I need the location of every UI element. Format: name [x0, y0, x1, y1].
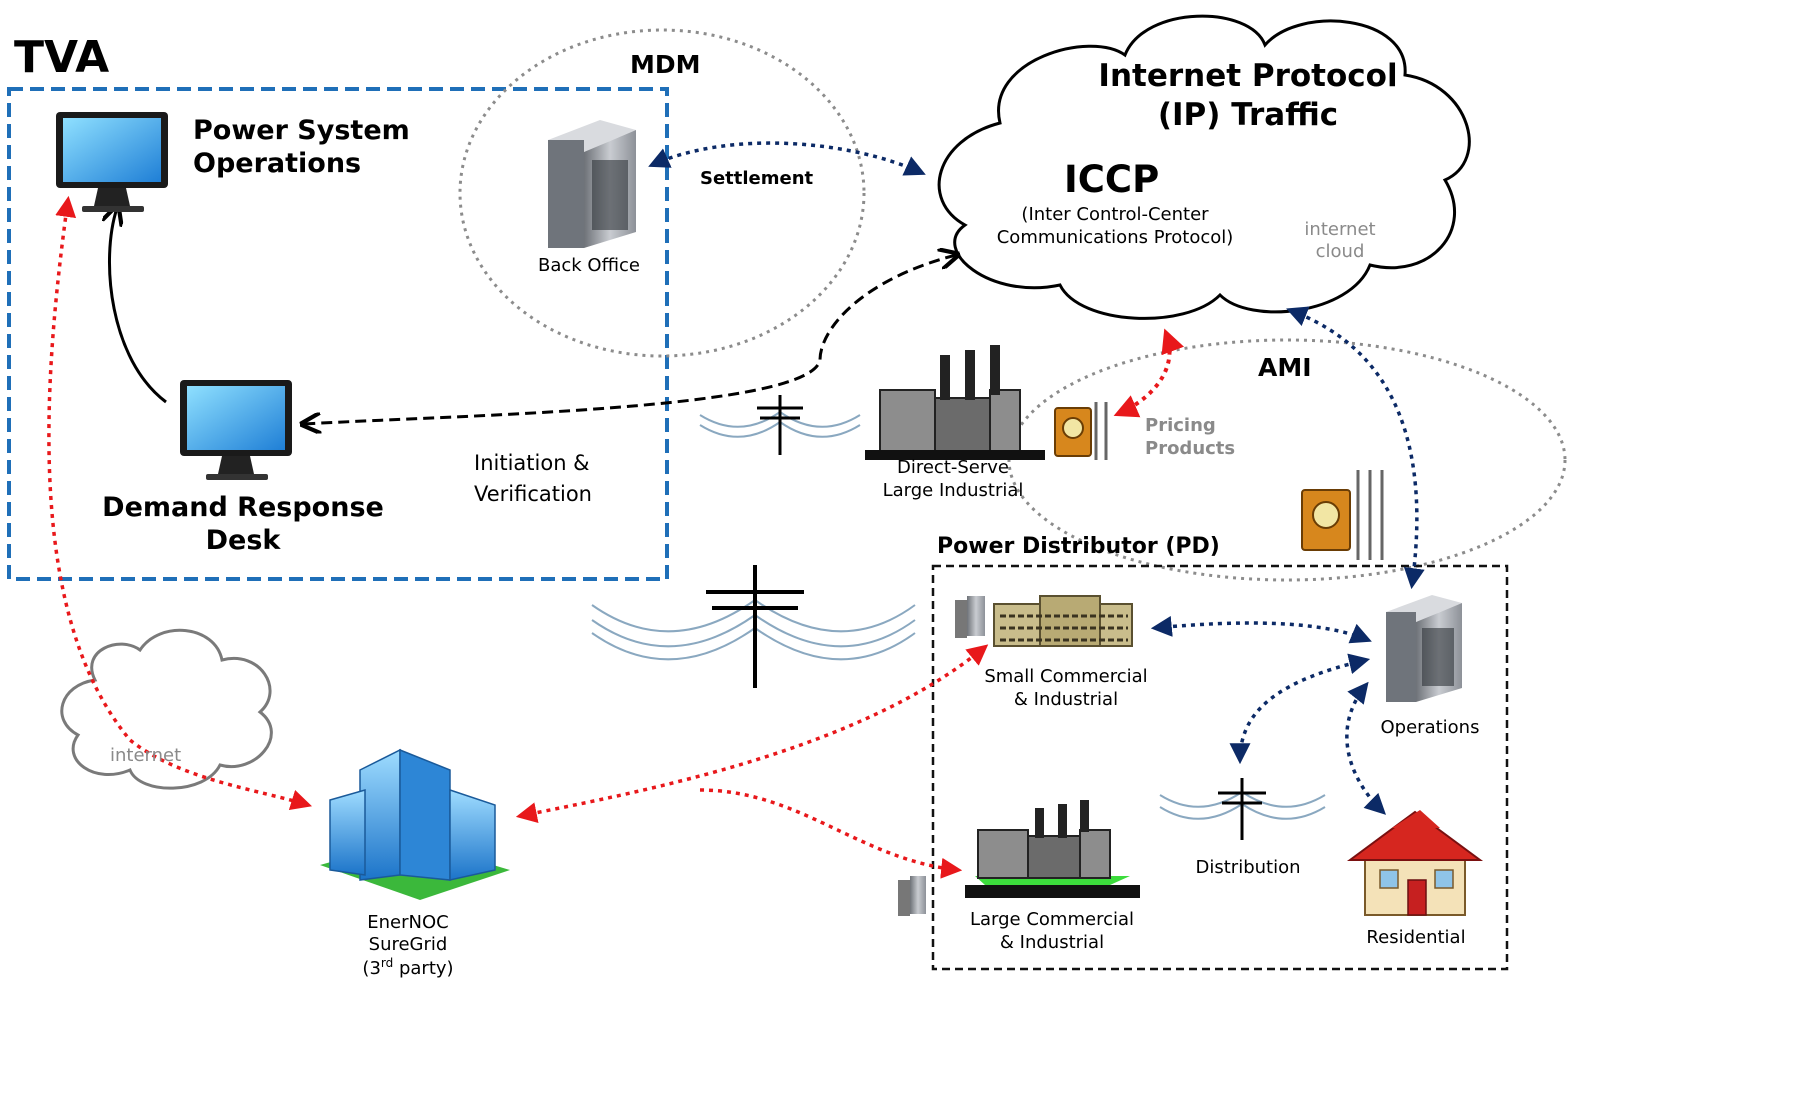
enernoc-label-line2: SureGrid — [368, 934, 448, 955]
third-party-suffix: party) — [393, 958, 454, 979]
meter-icon-pricing — [1054, 402, 1108, 460]
mdm-boundary — [458, 28, 866, 358]
tva-title: TVA — [14, 32, 110, 83]
server-icon-operations — [1386, 595, 1462, 702]
dr-desk-label-line1: Demand Response — [102, 492, 384, 523]
residential-label: Residential — [1366, 927, 1466, 948]
ops-residential-arrow — [1345, 681, 1387, 815]
enernoc-large-commercial-arrow — [699, 788, 963, 879]
back-office-label: Back Office — [538, 255, 640, 276]
factory-icon-large-commercial — [965, 800, 1140, 898]
meter-icon-ami — [1301, 470, 1384, 560]
ip-cloud — [937, 14, 1471, 320]
initiation-label-line1: Initiation & — [474, 451, 590, 475]
internet-cloud-label-line2: cloud — [1315, 241, 1365, 262]
operations-label: Operations — [1380, 717, 1480, 738]
pd-title: Power Distributor (PD) — [937, 534, 1220, 559]
third-party-label: (3rd party) — [362, 956, 453, 979]
distribution-label: Distribution — [1195, 857, 1301, 878]
settlement-arrow — [648, 141, 926, 176]
settlement-label: Settlement — [700, 168, 814, 189]
house-icon-residential — [1346, 810, 1484, 916]
building-icon-enernoc — [320, 748, 510, 900]
large-commercial-label-line2: & Industrial — [999, 932, 1105, 953]
ops-distribution-arrow — [1229, 653, 1371, 765]
ops-to-pso-arrow — [109, 208, 167, 404]
pd-boundary — [931, 564, 1509, 971]
dr-desk-label-line2: Desk — [205, 525, 281, 556]
enernoc-label-line1: EnerNOC — [367, 912, 449, 933]
pso-enernoc-arrow — [47, 195, 313, 811]
factory-icon-direct-serve — [865, 345, 1045, 460]
third-party-prefix: (3 — [362, 958, 381, 979]
small-commercial-label-line1: Small Commercial — [984, 666, 1148, 687]
small-commercial-label-line2: & Industrial — [1013, 689, 1119, 710]
direct-serve-label-line1: Direct-Serve — [896, 457, 1010, 478]
mdm-title: MDM — [630, 50, 701, 79]
small-commercial-ops-arrow — [1150, 615, 1372, 644]
enernoc-small-commercial-arrow — [515, 644, 989, 824]
iccp-full-line1: (Inter Control-Center — [1021, 204, 1209, 225]
pricing-label-line2: Products — [1145, 438, 1236, 459]
server-icon-back-office — [548, 120, 636, 248]
iccp-title: ICCP — [1064, 158, 1160, 201]
internet-label: internet — [110, 745, 182, 766]
initiation-label-line2: Verification — [474, 482, 592, 506]
ip-title-line1: Internet Protocol — [1098, 58, 1398, 94]
server-icon-small-1 — [955, 596, 985, 638]
power-line-icon-top — [699, 395, 861, 455]
ip-title-line2: (IP) Traffic — [1157, 97, 1339, 133]
server-icon-small-2 — [898, 876, 926, 916]
pricing-label-line1: Pricing — [1145, 415, 1216, 436]
iccp-full-line2: Communications Protocol) — [996, 227, 1234, 248]
power-line-icon-distribution — [1159, 778, 1326, 840]
power-line-icon-middle — [591, 565, 916, 688]
direct-serve-label-line2: Large Industrial — [882, 480, 1024, 501]
internet-cloud-label-line1: internet — [1304, 219, 1376, 240]
large-commercial-label-line1: Large Commercial — [969, 909, 1135, 930]
cloud-to-pd-ops-arrow — [1286, 306, 1425, 590]
third-party-sup: rd — [380, 956, 394, 970]
monitor-icon-dr — [180, 380, 292, 480]
pricing-arrow — [1113, 328, 1185, 418]
iccp-dr-arrow — [304, 255, 956, 424]
building-icon-small-commercial — [993, 595, 1133, 647]
pso-label-line2: Operations — [193, 148, 362, 179]
pso-label-line1: Power System — [193, 115, 410, 146]
ami-title: AMI — [1258, 353, 1312, 382]
monitor-icon-pso — [56, 112, 168, 212]
